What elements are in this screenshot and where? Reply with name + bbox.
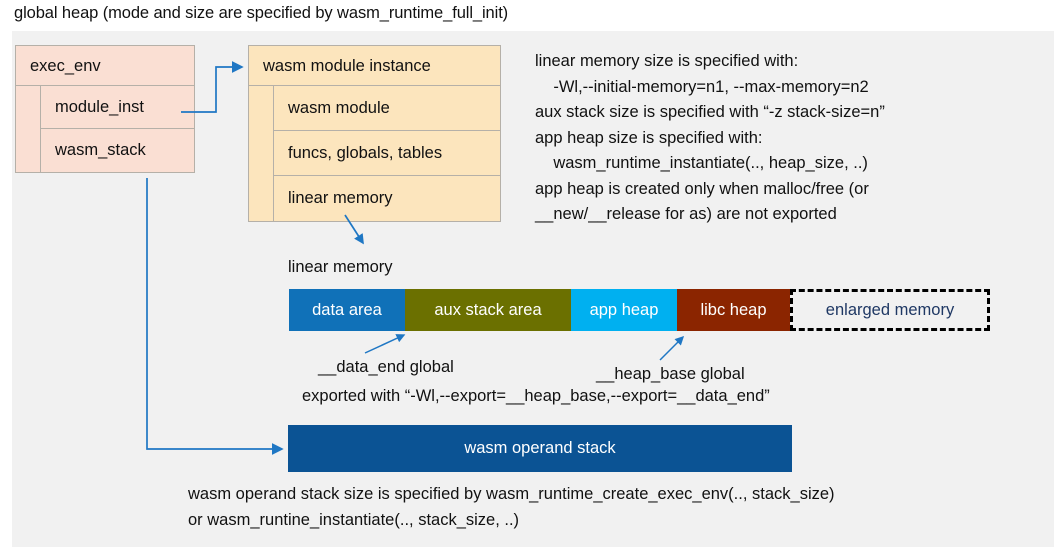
linear-memory-bar-label: linear memory (288, 258, 393, 276)
memory-segment-libc-heap: libc heap (677, 289, 790, 331)
memory-segment-aux-stack-area: aux stack area (405, 289, 571, 331)
exec-env-row-wasm-stack: wasm_stack (55, 141, 146, 159)
module-instance-row-linear-memory: linear memory (288, 189, 393, 207)
module-instance-header: wasm module instance (249, 46, 500, 86)
annotation-data-end: __data_end global (318, 358, 454, 376)
module-instance-rows: wasm module funcs, globals, tables linea… (249, 86, 500, 221)
page-title: global heap (mode and size are specified… (14, 4, 509, 22)
operand-stack-note: wasm operand stack size is specified by … (188, 485, 835, 529)
memory-segment-data-area: data area (289, 289, 405, 331)
exec-env-row-module-inst: module_inst (41, 86, 194, 129)
annotation-heap-base: __heap_base global (596, 365, 745, 383)
wasm-operand-stack-bar: wasm operand stack (288, 425, 792, 472)
memory-segment-enlarged-memory: enlarged memory (790, 289, 990, 331)
memory-segment-app-heap: app heap (571, 289, 677, 331)
exec-env-rowstack: module_inst wasm_stack (41, 86, 194, 172)
linear-memory-note: linear memory size is specified with: -W… (535, 52, 885, 223)
annotation-exported-with: exported with “-Wl,--export=__heap_base,… (302, 387, 770, 405)
exec-env-header: exec_env (16, 46, 194, 86)
module-instance-gutter (249, 86, 274, 221)
wasm-module-instance-box: wasm module instance wasm module funcs, … (248, 45, 501, 222)
module-instance-rowstack: wasm module funcs, globals, tables linea… (274, 86, 500, 221)
exec-env-gutter (16, 86, 41, 172)
module-instance-row-wasm-module: wasm module (274, 86, 500, 131)
exec-env-rows: module_inst wasm_stack (16, 86, 194, 172)
module-instance-row-funcs-globals-tables: funcs, globals, tables (274, 131, 500, 176)
exec-env-box: exec_env module_inst wasm_stack (15, 45, 195, 173)
